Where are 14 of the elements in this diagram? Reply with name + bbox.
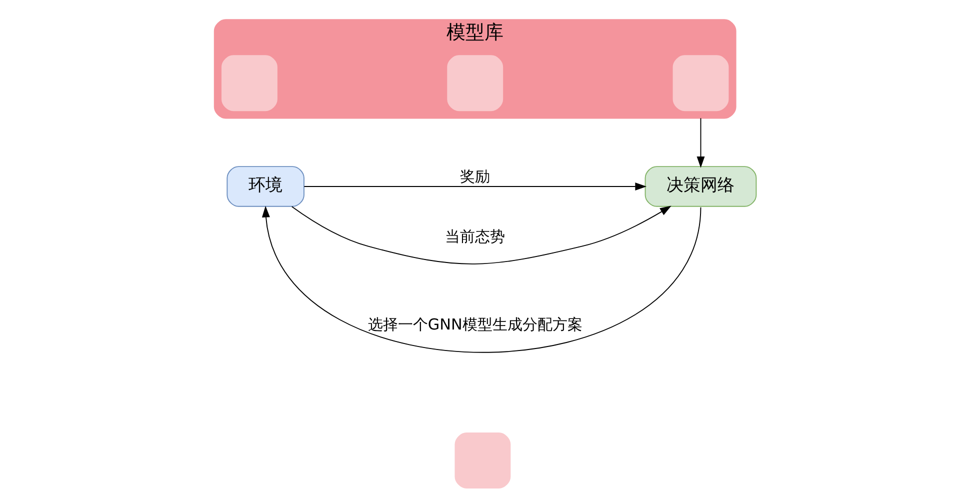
arrow [291, 206, 672, 264]
edge-label: 奖励 [460, 168, 490, 186]
node-box: 环境 [226, 166, 304, 207]
arrow [304, 182, 647, 190]
node-box [221, 55, 278, 112]
arrow [262, 206, 702, 353]
edge-label: 选择一个GNN模型生成分配方案 [368, 315, 582, 334]
arrow [696, 118, 705, 168]
node-box [672, 55, 729, 112]
cluster: 模型库 [214, 19, 736, 119]
node-box: 决策网络 [644, 166, 757, 207]
node-box [447, 55, 504, 112]
edge-label: 当前态势 [445, 227, 506, 246]
node-box [454, 432, 511, 488]
